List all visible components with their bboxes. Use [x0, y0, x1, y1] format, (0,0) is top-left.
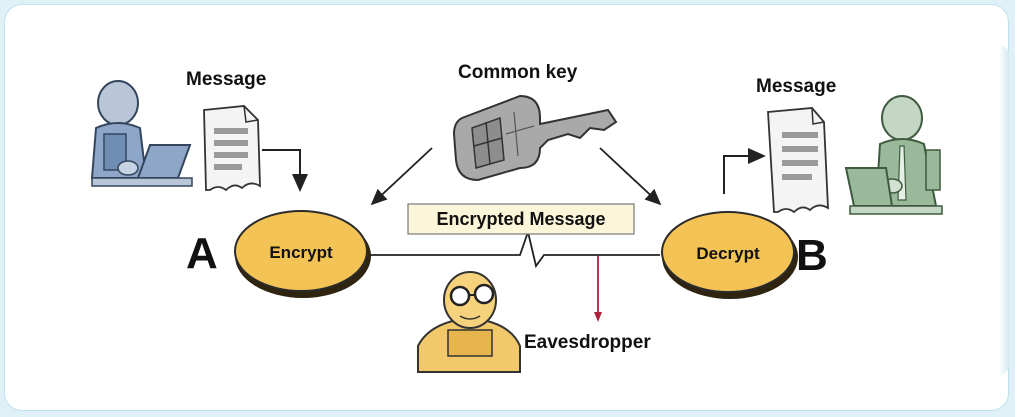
message-label-left: Message — [186, 69, 266, 90]
eavesdrop-tap-arrowhead — [594, 312, 602, 322]
channel-label: Encrypted Message — [436, 209, 605, 229]
arrow-key-to-encrypt — [370, 147, 433, 206]
key-label: Common key — [458, 62, 578, 83]
encrypt-label: Encrypt — [269, 243, 333, 262]
decrypt-node: Decrypt — [661, 211, 798, 299]
arrow-message-to-encrypt — [262, 149, 308, 192]
message-label-right: Message — [756, 76, 836, 97]
receiver-person-icon — [844, 95, 943, 215]
decrypt-label: Decrypt — [696, 244, 760, 263]
encrypt-node: Encrypt — [234, 210, 371, 298]
receiver-letter: B — [796, 231, 828, 280]
eavesdropper-label: Eavesdropper — [524, 332, 651, 353]
message-document-icon-right — [767, 107, 829, 214]
channel-label-box: Encrypted Message — [407, 203, 635, 235]
channel-line — [370, 228, 660, 269]
sender-person-icon — [90, 80, 193, 187]
arrow-decrypt-to-message — [723, 148, 766, 194]
arrow-key-to-decrypt — [599, 147, 662, 206]
key-icon — [452, 94, 618, 182]
eavesdropper-icon — [417, 271, 521, 373]
sender-letter: A — [186, 229, 218, 278]
message-document-icon-left — [203, 105, 261, 192]
